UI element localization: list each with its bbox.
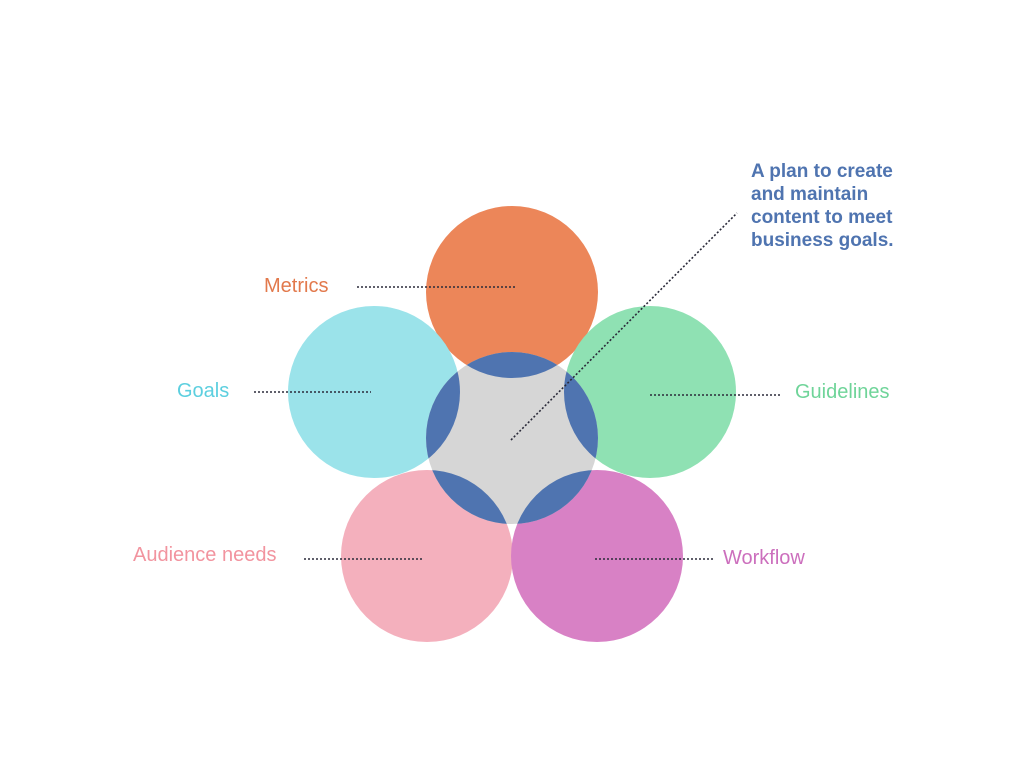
core-definition-line: A plan to create — [751, 161, 893, 182]
leader-lines — [254, 212, 780, 560]
overlap-workflow — [511, 470, 598, 524]
core-definition-line: business goals. — [751, 230, 894, 251]
goals-circle — [288, 306, 460, 478]
guidelines-circle — [564, 306, 736, 478]
workflow-label: Workflow — [723, 547, 805, 569]
core-definition-line: content to meet — [751, 207, 893, 228]
metrics-circle — [426, 206, 598, 378]
core-leader — [510, 212, 738, 441]
guidelines-label: Guidelines — [795, 381, 890, 403]
overlap-audience-needs — [426, 470, 513, 524]
core-definition: A plan to create and maintain content to… — [751, 160, 981, 252]
core-definition-line: and maintain — [751, 184, 869, 205]
core-area — [426, 352, 598, 524]
audience-needs-label: Audience needs — [133, 544, 276, 566]
metrics-label: Metrics — [264, 275, 328, 297]
goals-label: Goals — [177, 380, 229, 402]
